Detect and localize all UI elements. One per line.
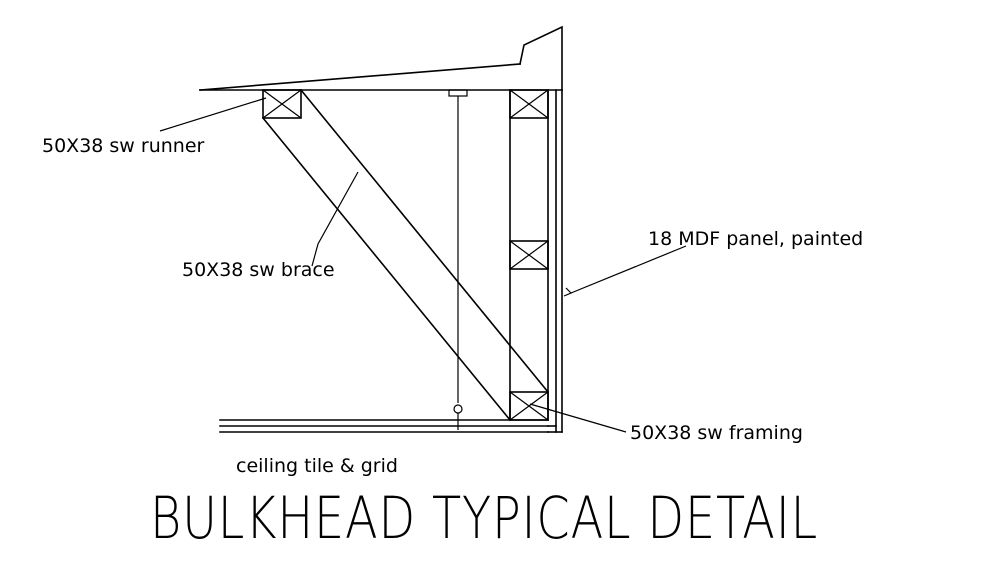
sloped-top-line xyxy=(199,63,521,91)
runner-leader xyxy=(159,97,267,132)
leader-lines xyxy=(159,97,687,433)
brace-member xyxy=(261,88,550,422)
top-right-kick xyxy=(519,25,563,91)
framing-block-middle xyxy=(509,240,549,270)
mdf-panel xyxy=(547,89,563,433)
framing-block-bottom xyxy=(509,391,549,421)
hanger-rod xyxy=(448,89,468,430)
ceiling-label: ceiling tile & grid xyxy=(236,455,398,477)
framing-block-top xyxy=(509,89,549,119)
panel-label: 18 MDF panel, painted xyxy=(648,228,863,250)
panel-leader xyxy=(570,245,687,294)
framing-leader xyxy=(529,403,627,433)
brace-leader xyxy=(311,171,359,267)
runner-label: 50X38 sw runner xyxy=(42,135,205,157)
drawing-title: BULKHEAD TYPICAL DETAIL xyxy=(150,484,818,552)
panel-arrowhead xyxy=(563,287,573,297)
runner-block xyxy=(262,89,302,119)
framing-label: 50X38 sw framing xyxy=(630,422,803,444)
top-profile xyxy=(199,25,563,91)
brace-label: 50X38 sw brace xyxy=(182,259,335,281)
ceiling-line xyxy=(219,419,549,433)
